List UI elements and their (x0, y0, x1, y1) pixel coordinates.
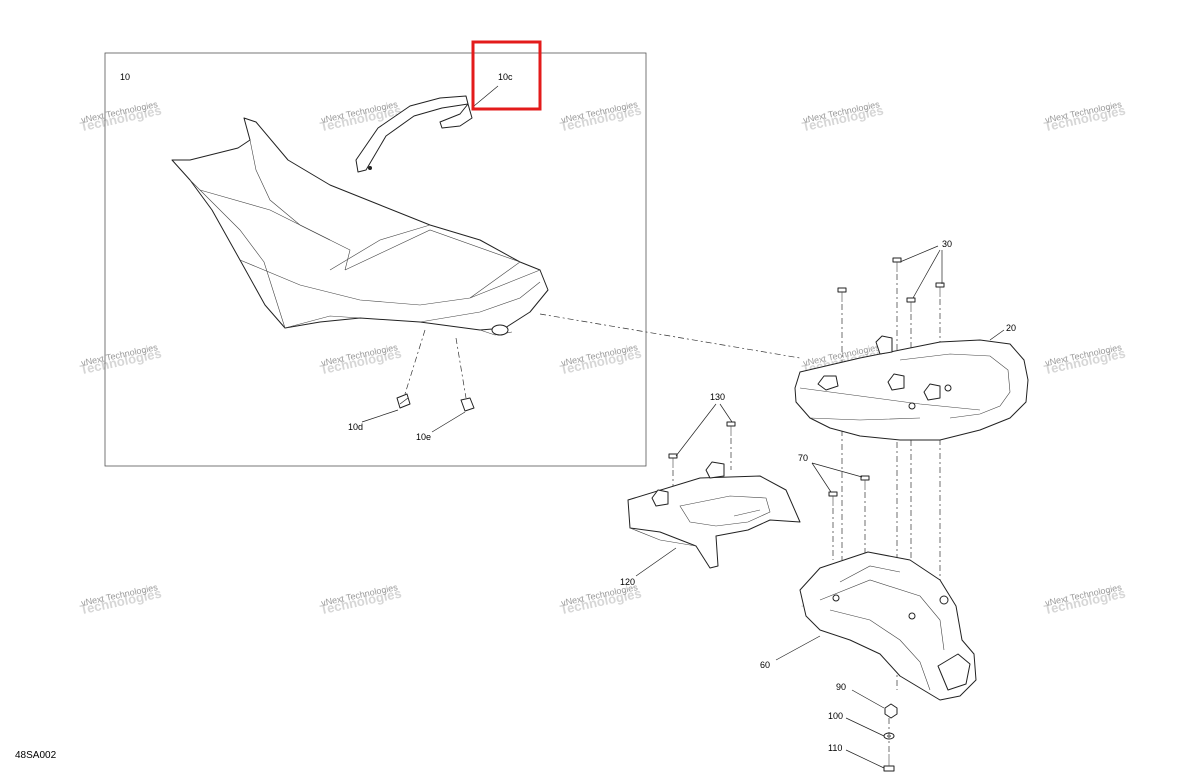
storage-tray-drawing[interactable] (627, 461, 801, 569)
rear-fender-support-drawing[interactable] (799, 551, 977, 701)
document-code: 48SA002 (15, 750, 57, 761)
callout-90[interactable]: 90 (836, 682, 846, 692)
callout-30[interactable]: 30 (942, 239, 952, 249)
callout-70[interactable]: 70 (798, 453, 808, 463)
screws-70[interactable] (828, 475, 870, 506)
highlight-box (471, 40, 542, 111)
callout-10c[interactable]: 10c (498, 72, 513, 82)
callout-10e[interactable]: 10e (416, 432, 431, 442)
callout-110[interactable]: 110 (828, 743, 842, 753)
callout-130[interactable]: 130 (710, 392, 725, 402)
screws-130[interactable] (668, 421, 736, 468)
seat-assembly-frame (104, 52, 647, 467)
nut-90-drawing[interactable] (884, 703, 898, 719)
screws-30[interactable] (837, 257, 945, 312)
seat-clip-drawing[interactable] (396, 393, 411, 409)
rear-grab-handle-drawing[interactable] (794, 335, 1029, 441)
callout-20[interactable]: 20 (1006, 323, 1016, 333)
seat-drawing[interactable] (171, 117, 549, 336)
callout-120[interactable]: 120 (620, 577, 635, 587)
bolt-110-drawing[interactable] (883, 754, 895, 772)
callout-60[interactable]: 60 (760, 660, 770, 670)
callout-10[interactable]: 10 (120, 72, 130, 82)
callout-10d[interactable]: 10d (348, 422, 363, 432)
seat-latch-drawing[interactable] (460, 397, 475, 412)
seat-strap-drawing[interactable] (355, 95, 473, 173)
callout-100[interactable]: 100 (828, 711, 843, 721)
